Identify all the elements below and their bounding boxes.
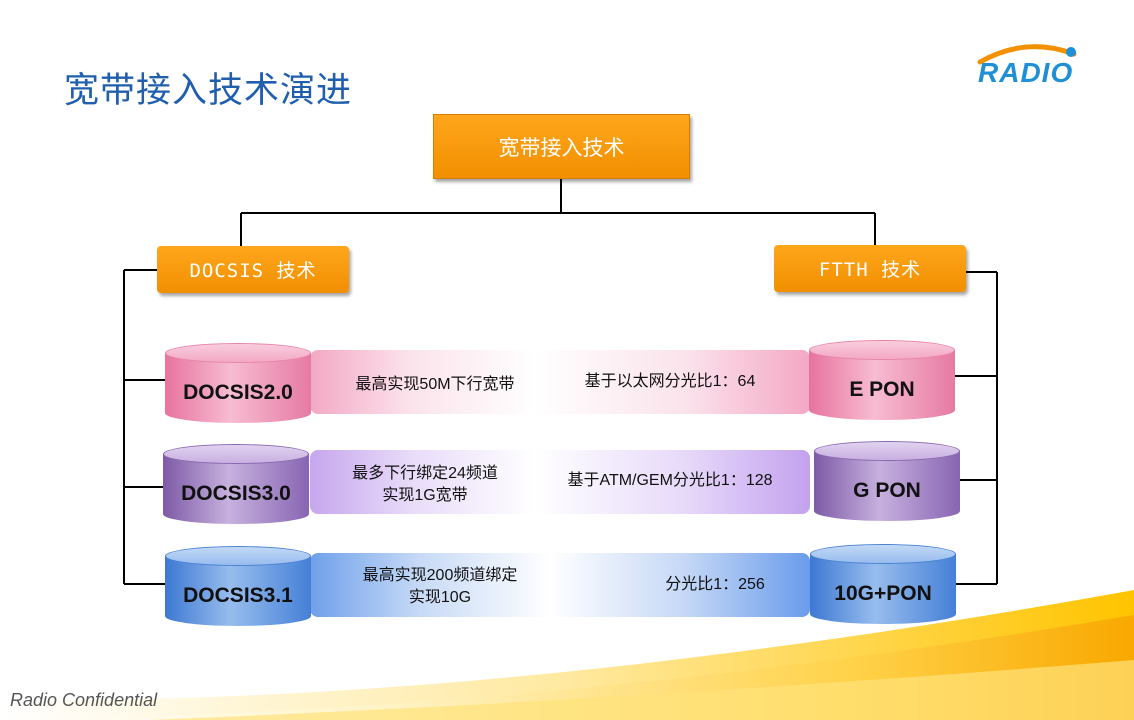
desc-docsis3-0: 最多下行绑定24频道 实现1G宽带: [330, 463, 520, 507]
cylinder-gpon: G PON: [814, 441, 960, 521]
desc-docsis2: 最高实现50M下行宽带: [330, 374, 540, 396]
desc-line: 实现1G宽带: [382, 487, 468, 504]
cylinder-label: 10G+PON: [834, 582, 932, 605]
cylinder-label: DOCSIS3.0: [181, 482, 291, 505]
cylinder-docsis3-1: DOCSIS3.1: [165, 546, 311, 626]
desc-gpon: 基于ATM/GEM分光比1：128: [567, 472, 773, 489]
radio-logo: RADIO: [977, 44, 1077, 86]
svg-text:RADIO: RADIO: [978, 57, 1073, 86]
cylinder-10gpon: 10G+PON: [810, 544, 956, 624]
page-title: 宽带接入技术演进: [64, 71, 353, 111]
category-ftth: FTTH 技术: [774, 245, 966, 292]
desc-line: 最多下行绑定24频道: [352, 465, 498, 482]
footer-confidential: Radio Confidential: [10, 690, 158, 710]
category-docsis: DOCSIS 技术: [157, 246, 349, 293]
desc-line: 最高实现50M下行宽带: [355, 376, 515, 393]
row-band-docsis3-0: [310, 450, 810, 514]
row-band-docsis3-1: [310, 553, 810, 617]
desc-line: 实现10G: [408, 589, 472, 606]
desc-line: 最高实现200频道绑定: [362, 567, 518, 584]
cylinder-docsis3-0: DOCSIS3.0: [163, 444, 309, 524]
cylinder-label: DOCSIS3.1: [183, 584, 293, 607]
desc-epon: 基于以太网分光比1：64: [584, 373, 756, 390]
desc-10gpon: 分光比1：256: [665, 576, 765, 593]
cylinder-docsis2: DOCSIS2.0: [165, 343, 311, 423]
cylinder-label: E PON: [849, 378, 915, 401]
row-band-docsis2: [310, 350, 810, 414]
desc-docsis3-1: 最高实现200频道绑定 实现10G: [330, 565, 550, 609]
cylinder-epon: E PON: [809, 340, 955, 420]
cylinder-label: G PON: [853, 479, 921, 502]
root-box: 宽带接入技术: [433, 114, 690, 179]
cylinder-label: DOCSIS2.0: [183, 381, 293, 404]
